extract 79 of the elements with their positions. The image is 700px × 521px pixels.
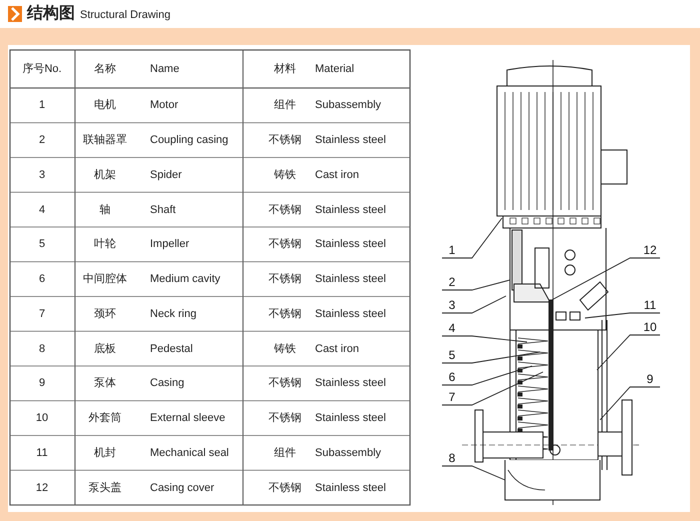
chinese-material-text: 不锈钢 [268,376,302,390]
subheading: Structural Drawing [80,8,170,22]
material-text: Stainless steel [315,202,386,217]
chinese-name-text: 泵头盖 [88,480,122,495]
column-heading: 序号No. [22,62,62,76]
leader-line [596,334,660,370]
chinese-name-text: 中间腔体 [83,272,127,286]
leader-line [442,296,506,314]
material-text: Subassembly [315,446,382,460]
number-text: 4 [38,202,46,217]
number-text: 6 [38,272,46,286]
chinese-material-text: 不锈钢 [268,272,302,286]
name-text: Coupling casing [150,133,228,148]
column-heading: Material [315,62,354,76]
material-text: Stainless steel [315,237,386,252]
chinese-name-text: 颈环 [94,306,116,321]
chinese-material-text: 不锈钢 [268,411,302,426]
number-text: 11 [36,446,48,460]
material-text: Stainless steel [315,306,386,321]
number-text: 12 [36,480,48,495]
column-heading: 名称 [94,62,116,76]
leader-line [548,258,660,302]
chinese-material-text: 不锈钢 [268,480,302,495]
name-text: Medium cavity [150,272,220,286]
chinese-name-text: 外套筒 [88,411,122,426]
material-text: Stainless steel [315,272,386,286]
chinese-name-text: 底板 [94,342,116,356]
number-text: 7 [38,306,46,321]
heading: 结构图 [27,4,75,24]
chinese-name-text: 叶轮 [94,237,116,252]
name-text: Pedestal [150,342,193,356]
chinese-name-text: 轴 [100,202,110,217]
leader-line [442,372,544,406]
chinese-name-text: 联轴器罩 [83,133,127,148]
leader-line [442,466,506,480]
chinese-material-text: 不锈钢 [268,306,302,321]
name-text: Neck ring [150,306,196,321]
material-text: Subassembly [315,98,382,112]
material-text: Stainless steel [315,411,386,426]
chinese-material-text: 铸铁 [274,342,296,356]
chinese-material-text: 铸铁 [274,168,296,182]
number-text: 2 [38,133,46,148]
name-text: Spider [150,168,182,182]
leader-line [442,366,532,386]
name-text: Motor [150,98,178,112]
leader-line [442,218,502,258]
leader-line [442,336,528,342]
name-text: Shaft [150,202,176,217]
chinese-material-text: 不锈钢 [268,202,302,217]
leader-line [442,352,540,364]
column-heading: Name [150,62,180,76]
name-text: Casing [150,376,184,390]
name-text: Mechanical seal [150,446,229,460]
leader-line [600,386,660,420]
chinese-material-text: 不锈钢 [268,133,302,148]
chinese-name-text: 机架 [94,168,116,182]
leader-line [442,280,510,290]
number-text: 5 [38,237,46,252]
chinese-material-text: 组件 [274,446,296,460]
chinese-material-text: 不锈钢 [268,237,302,252]
material-text: Cast iron [315,342,360,356]
leader-line [584,312,660,318]
chinese-name-text: 电机 [94,98,116,112]
material-text: Stainless steel [315,480,386,495]
name-text: External sleeve [150,411,226,426]
name-text: Impeller [150,237,190,252]
material-text: Stainless steel [315,133,386,148]
chinese-name-text: 机封 [94,446,116,460]
chinese-material-text: 组件 [274,98,296,112]
column-heading: 材料 [274,62,296,76]
material-text: Cast iron [315,168,360,182]
material-text: Stainless steel [315,376,386,390]
number-text: 1 [38,98,46,112]
number-text: 10 [36,411,48,426]
number-text: 3 [38,168,46,182]
name-text: Casing cover [150,480,214,495]
chinese-name-text: 泵体 [94,376,116,390]
number-text: 9 [38,376,46,390]
number-text: 8 [38,342,46,356]
